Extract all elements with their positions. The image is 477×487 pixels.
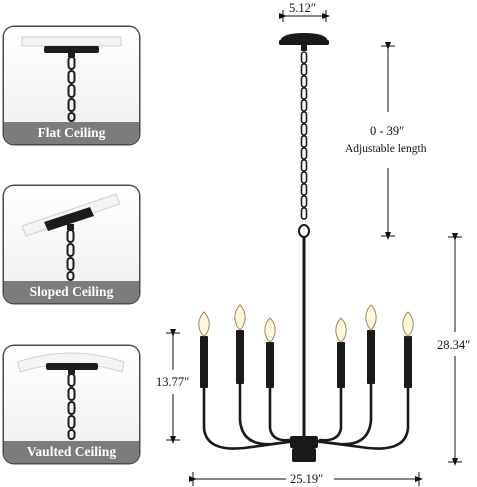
canopy-width-dimension <box>279 10 330 22</box>
chain-length-dimension <box>381 42 395 240</box>
candle-sleeves <box>200 330 412 388</box>
center-rod <box>302 237 306 442</box>
total-height-dimension <box>448 233 462 466</box>
sloped-ceiling-panel: Sloped Ceiling <box>4 186 139 303</box>
hub <box>290 436 318 462</box>
flat-ceiling-illustration <box>21 36 122 122</box>
canopy <box>279 33 329 51</box>
arm-height-label: 13.77″ <box>156 375 190 389</box>
width-label: 25.19″ <box>290 472 324 486</box>
bulbs <box>198 304 414 343</box>
sloped-ceiling-label: Sloped Ceiling <box>4 281 139 303</box>
flat-ceiling-panel: Flat Ceiling <box>4 27 139 144</box>
canopy-width-label: 5.12″ <box>289 1 317 15</box>
total-height-label: 28.34″ <box>437 338 471 352</box>
vaulted-ceiling-label: Vaulted Ceiling <box>4 441 139 463</box>
width-dimension <box>189 472 423 486</box>
arms <box>202 382 410 450</box>
chain-length-note: Adjustable length <box>345 143 427 155</box>
vaulted-ceiling-panel: Vaulted Ceiling <box>4 346 139 463</box>
vaulted-ceiling-illustration <box>17 352 125 440</box>
chain-length-label: 0 - 39″ <box>370 124 405 138</box>
flat-ceiling-label: Flat Ceiling <box>4 122 139 144</box>
sloped-ceiling-illustration <box>21 193 121 281</box>
chain <box>298 51 310 238</box>
arm-height-dimension <box>166 329 180 444</box>
